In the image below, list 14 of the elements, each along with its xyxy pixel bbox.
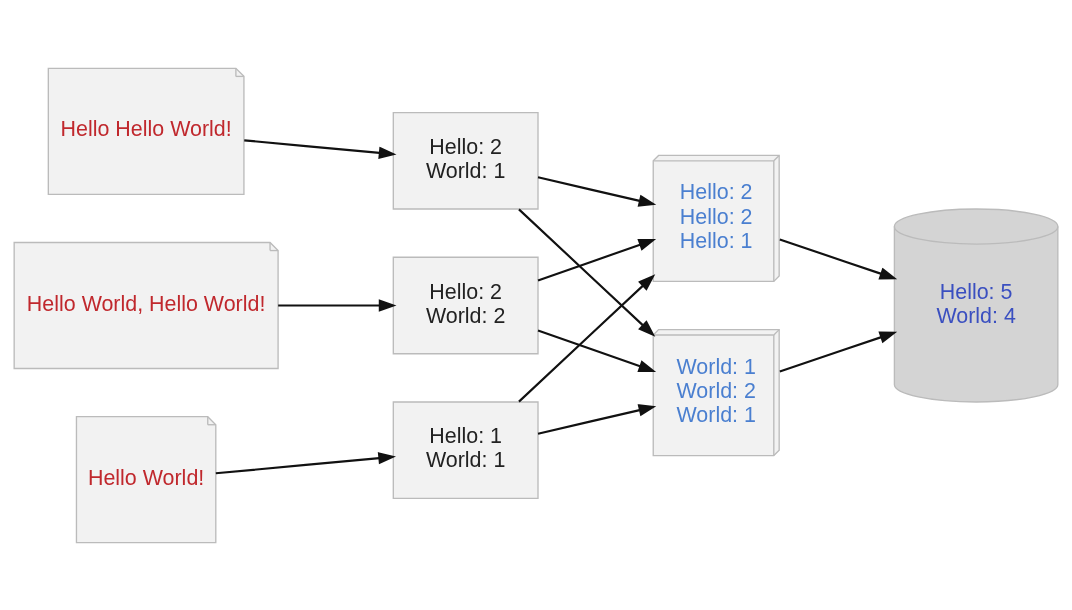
- arrow: [215, 451, 396, 474]
- node-box: Hello: 2 World: 2: [392, 256, 539, 354]
- arrow: [537, 403, 657, 435]
- arrow: [278, 298, 397, 312]
- arrow: [779, 237, 898, 279]
- arrow: [779, 331, 898, 373]
- arrow: [518, 273, 656, 402]
- arrow: [244, 138, 397, 159]
- arrow: [537, 238, 657, 282]
- node-box: Hello: 2 World: 1: [392, 111, 539, 210]
- node-box: Hello: 1 World: 1: [392, 400, 539, 499]
- arrow: [537, 328, 657, 372]
- arrow: [537, 175, 657, 207]
- arrow: [518, 208, 656, 337]
